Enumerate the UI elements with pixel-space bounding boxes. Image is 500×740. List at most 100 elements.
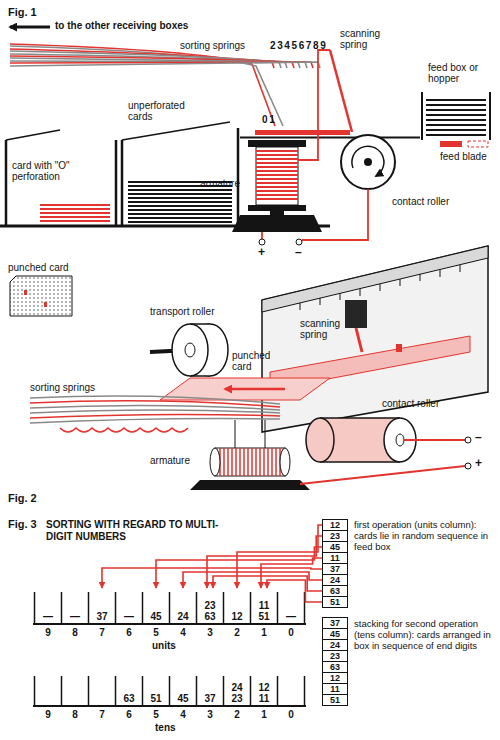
circuit-wire [298,50,330,160]
card-number: 11 [323,684,347,694]
feed-box [422,92,490,140]
feed-blade [440,141,488,147]
pocket-digit: 4 [173,709,193,720]
units-pocket: 12 [225,588,249,624]
card-number: 37 [96,611,107,622]
card-number: 12 [231,611,242,622]
pocket-digit: 8 [65,627,85,638]
card-number: 23 [323,531,347,541]
sorting-connector [267,580,322,602]
fig3-frames [35,676,305,706]
transport-roller [150,324,228,376]
guide-plate [262,246,488,312]
part-label: contact roller [392,196,449,207]
circuit-wire [404,439,465,441]
armature-coil [232,215,322,232]
fig1-drawing [0,27,490,316]
units-pocket: 45 [144,588,168,624]
guide-plate [396,344,402,352]
spring-numbers: 01 [262,114,276,125]
spring-numbers: 23456789 [270,40,327,51]
part-label: transport roller [150,306,214,317]
contact-roller [320,461,400,463]
card-number: 63 [323,586,347,596]
receiving-boxes [6,128,238,226]
terminals [259,239,302,245]
units-pocket: 37 [90,588,114,624]
card-number: — [70,611,80,622]
sorting-connector [102,568,322,588]
direction-label: to the other receiving boxes [55,20,188,31]
feed-box [426,100,486,135]
fig3-frames [33,592,306,706]
card-number: 24 [177,611,188,622]
pocket-digit: 0 [281,709,301,720]
receiving-boxes [0,225,330,228]
contact-roller [341,135,395,189]
pocket-digit: 2 [227,627,247,638]
punched-card [225,388,285,391]
card-number: — [286,611,296,622]
pocket-digit: 9 [38,627,58,638]
card-number: 24 [323,640,347,650]
armature-coil [280,448,290,476]
terminals [296,239,302,245]
direction-arrow [10,26,50,29]
row-label: units [152,640,176,651]
pocket-digit: 5 [146,627,166,638]
card-number: 45 [177,693,188,704]
card-number: 12 [323,520,347,530]
card-number: 51 [323,597,347,607]
row-label: tens [155,722,176,733]
terminal-sign: – [295,247,302,258]
punched-card-picture [10,276,72,316]
units-pocket: 2363 [198,588,222,624]
sorting-connector [237,525,322,588]
armature-coil [215,448,285,476]
sorting-springs [30,410,280,413]
part-label: unperforated cards [128,100,208,122]
pocket-digit: 4 [173,627,193,638]
pocket-digit: 8 [65,709,85,720]
tens-pocket: 45 [171,672,195,706]
card-path [240,137,420,139]
part-label: armature [150,455,190,466]
tens-pocket: 2423 [225,672,249,706]
part-label: scanning spring [300,318,350,340]
card-number: 24 [231,682,242,693]
terminal-sign: + [258,247,265,258]
tens-pocket: 63 [117,672,141,706]
contact-roller [320,417,400,419]
punched-card-picture [24,290,27,295]
part-label: punched card [232,350,282,372]
transport-roller [185,343,195,357]
units-pocket: — [63,588,87,624]
card-number: 51 [258,611,269,622]
terminals [465,463,471,469]
sorting-springs [30,419,280,424]
pocket-digit: 2 [227,709,247,720]
card-number: 23 [323,651,347,661]
scanning-spring [356,328,362,352]
part-label: sorting springs [180,40,245,51]
pocket-digit: 6 [119,709,139,720]
contact-roller [352,146,384,176]
pocket-digit: 6 [119,627,139,638]
terminal-sign: + [475,458,482,469]
sorting-springs [30,396,280,404]
tens-pocket: 37 [198,672,222,706]
card-number: 11 [323,553,347,563]
pocket-digit: 1 [254,709,274,720]
card-number: — [43,611,53,622]
card-number: 45 [150,611,161,622]
contact-roller [306,418,334,462]
armature-coil [248,140,306,147]
armature-coil [210,448,220,476]
card-number: 37 [323,564,347,574]
armature-coil [190,420,310,490]
pocket-digit: 3 [200,627,220,638]
contact-roller [306,418,416,462]
contact-roller [341,135,395,189]
pocket-digit: 3 [200,709,220,720]
card-number: 12 [258,682,269,693]
